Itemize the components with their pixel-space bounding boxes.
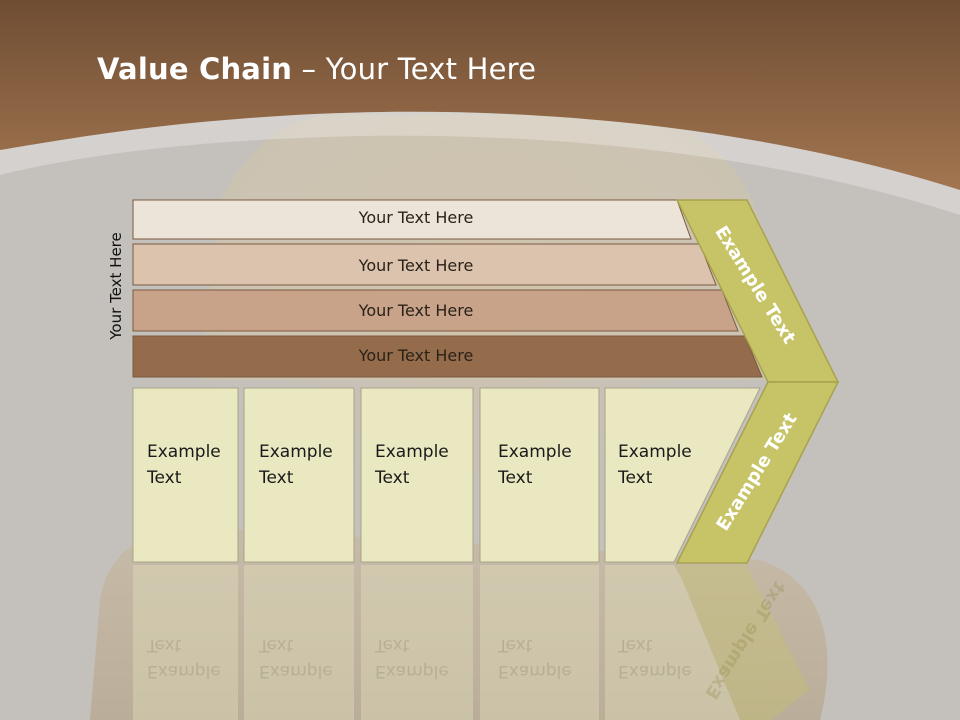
box-reflection-rect-1: [133, 565, 238, 720]
box-reflection-rect-3: [361, 565, 473, 720]
box-reflection-2-line-1: Example: [259, 661, 333, 681]
box-reflection-5: Example Text: [618, 632, 692, 684]
chevron-lower-arm: [675, 381, 840, 564]
boxes: [132, 387, 761, 563]
box-reflection-rect-5: [605, 565, 760, 720]
box-5-line-2: Text: [618, 468, 653, 488]
vertical-side-label: Your Text Here: [107, 232, 125, 340]
box-2: [243, 387, 355, 563]
box-reflection-3: Example Text: [375, 632, 449, 684]
box-reflection-4-line-1: Example: [498, 661, 572, 681]
page-title: Value Chain – Your Text Here: [97, 52, 536, 86]
bar-3: [132, 289, 739, 332]
bars: [132, 199, 763, 378]
box-reflection-4: Example Text: [498, 632, 572, 684]
box-reflection-rect-2: [244, 565, 354, 720]
header-band: [0, 0, 960, 190]
box-reflection-5-line-1: Example: [618, 661, 692, 681]
box-reflection-2-line-2: Text: [259, 635, 294, 655]
box-4-line-1: Example: [498, 442, 572, 462]
bar-1: [132, 199, 692, 240]
box-reflection-1: Example Text: [147, 632, 221, 684]
box-3-line-1: Example: [375, 442, 449, 462]
box-reflection-2: Example Text: [259, 632, 333, 684]
box-1-line-2: Text: [147, 468, 182, 488]
box-reflection-3-line-1: Example: [375, 661, 449, 681]
box-reflection-5-line-2: Text: [618, 635, 653, 655]
title-rest: – Your Text Here: [292, 52, 537, 86]
box-2-line-2: Text: [259, 468, 294, 488]
chevron-reflection: [676, 565, 810, 720]
box-3: [360, 387, 474, 563]
bar-label-3: Your Text Here: [358, 301, 474, 320]
box-4-line-2: Text: [498, 468, 533, 488]
photo-floor: [90, 527, 828, 720]
box-reflection-1-line-1: Example: [147, 661, 221, 681]
title-bold: Value Chain: [97, 52, 293, 86]
box-1: [132, 387, 239, 563]
box-reflection-4-line-2: Text: [498, 635, 533, 655]
bar-4: [132, 335, 763, 378]
box-reflection-3-line-2: Text: [375, 635, 410, 655]
box-4: [479, 387, 600, 563]
box-5-line-1: Example: [618, 442, 692, 462]
box-reflection-1-line-2: Text: [147, 635, 182, 655]
header-swoosh: [0, 111, 960, 215]
box-1-line-1: Example: [147, 442, 221, 462]
box-3-line-2: Text: [375, 468, 410, 488]
box-2-line-1: Example: [259, 442, 333, 462]
box-reflection-rect-4: [480, 565, 599, 720]
bar-2: [132, 243, 717, 286]
bar-label-2: Your Text Here: [358, 256, 474, 275]
bar-label-4: Your Text Here: [358, 346, 474, 365]
bar-label-1: Your Text Here: [358, 208, 474, 227]
box-5: [604, 387, 761, 563]
value-chain-diagram: [132, 199, 840, 720]
reflections: [133, 565, 810, 720]
